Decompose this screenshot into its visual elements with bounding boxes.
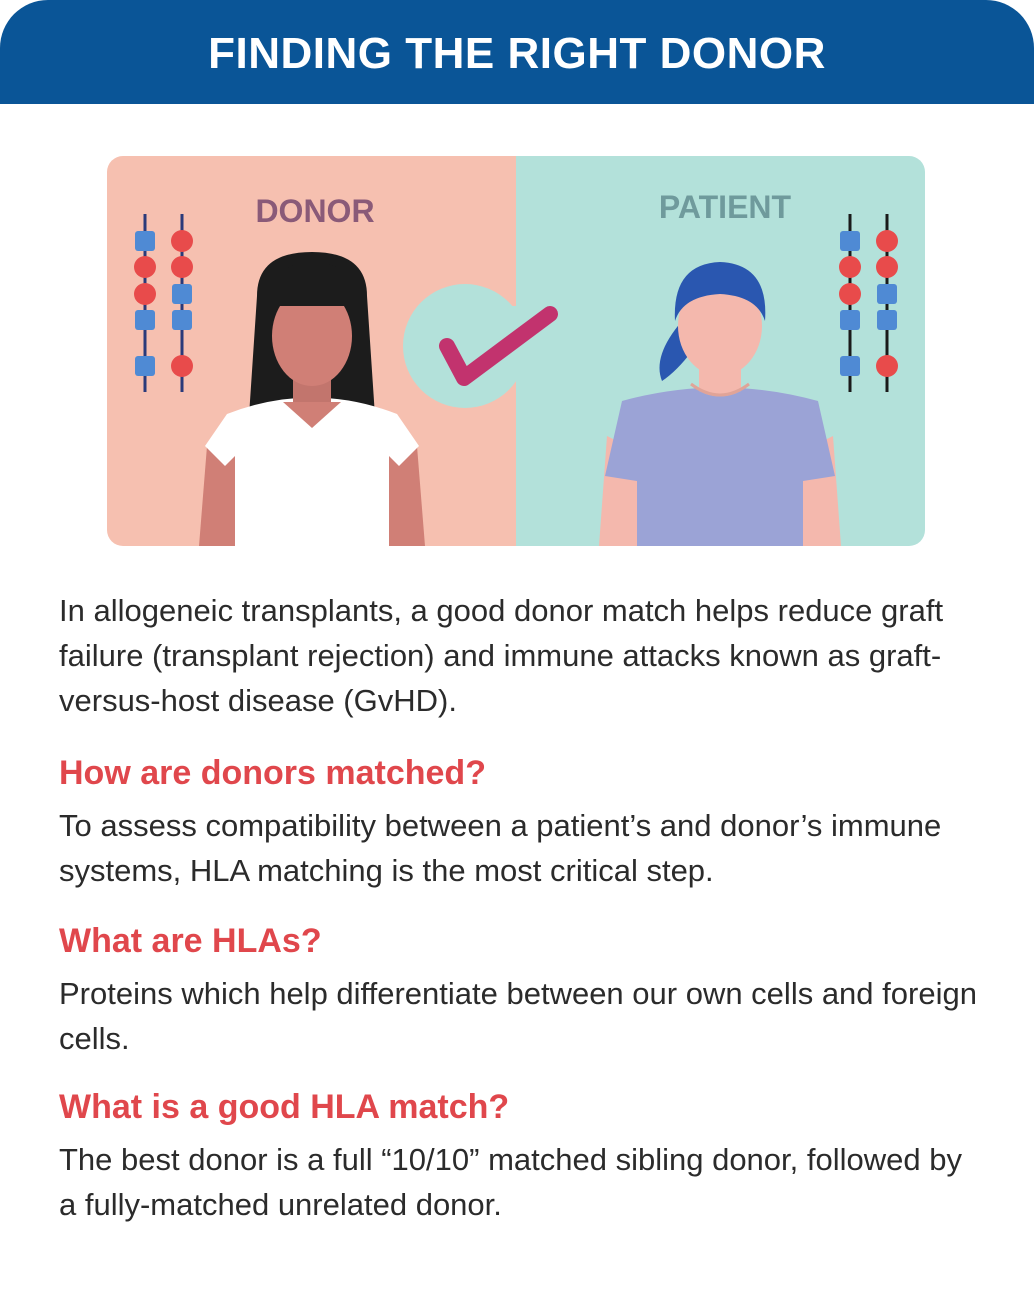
body-what-are-hlas: Proteins which help differentiate betwee… bbox=[59, 976, 977, 1056]
body-how-matched: To assess compatibility between a patien… bbox=[59, 808, 942, 888]
patient-figure-icon bbox=[599, 262, 841, 546]
donor-hla-strips-icon bbox=[134, 214, 193, 392]
header-banner: FINDING THE RIGHT DONOR bbox=[0, 0, 1034, 104]
patient-hla-strips-icon bbox=[839, 214, 898, 392]
donor-label: DONOR bbox=[255, 193, 374, 229]
donor-figure-icon bbox=[199, 252, 425, 546]
intro-paragraph: In allogeneic transplants, a good donor … bbox=[59, 593, 944, 718]
content-section: In allogeneic transplants, a good donor … bbox=[59, 588, 979, 1227]
checkmark-icon bbox=[439, 306, 558, 386]
patient-label: PATIENT bbox=[659, 189, 792, 225]
body-good-hla-match: The best donor is a full “10/10” matched… bbox=[59, 1142, 962, 1222]
heading-good-hla-match: What is a good HLA match? bbox=[59, 1088, 510, 1126]
heading-how-matched: How are donors matched? bbox=[59, 754, 486, 792]
donor-patient-illustration: DONOR PATIENT bbox=[107, 156, 925, 546]
heading-what-are-hlas: What are HLAs? bbox=[59, 922, 322, 960]
page-title: FINDING THE RIGHT DONOR bbox=[208, 29, 826, 78]
